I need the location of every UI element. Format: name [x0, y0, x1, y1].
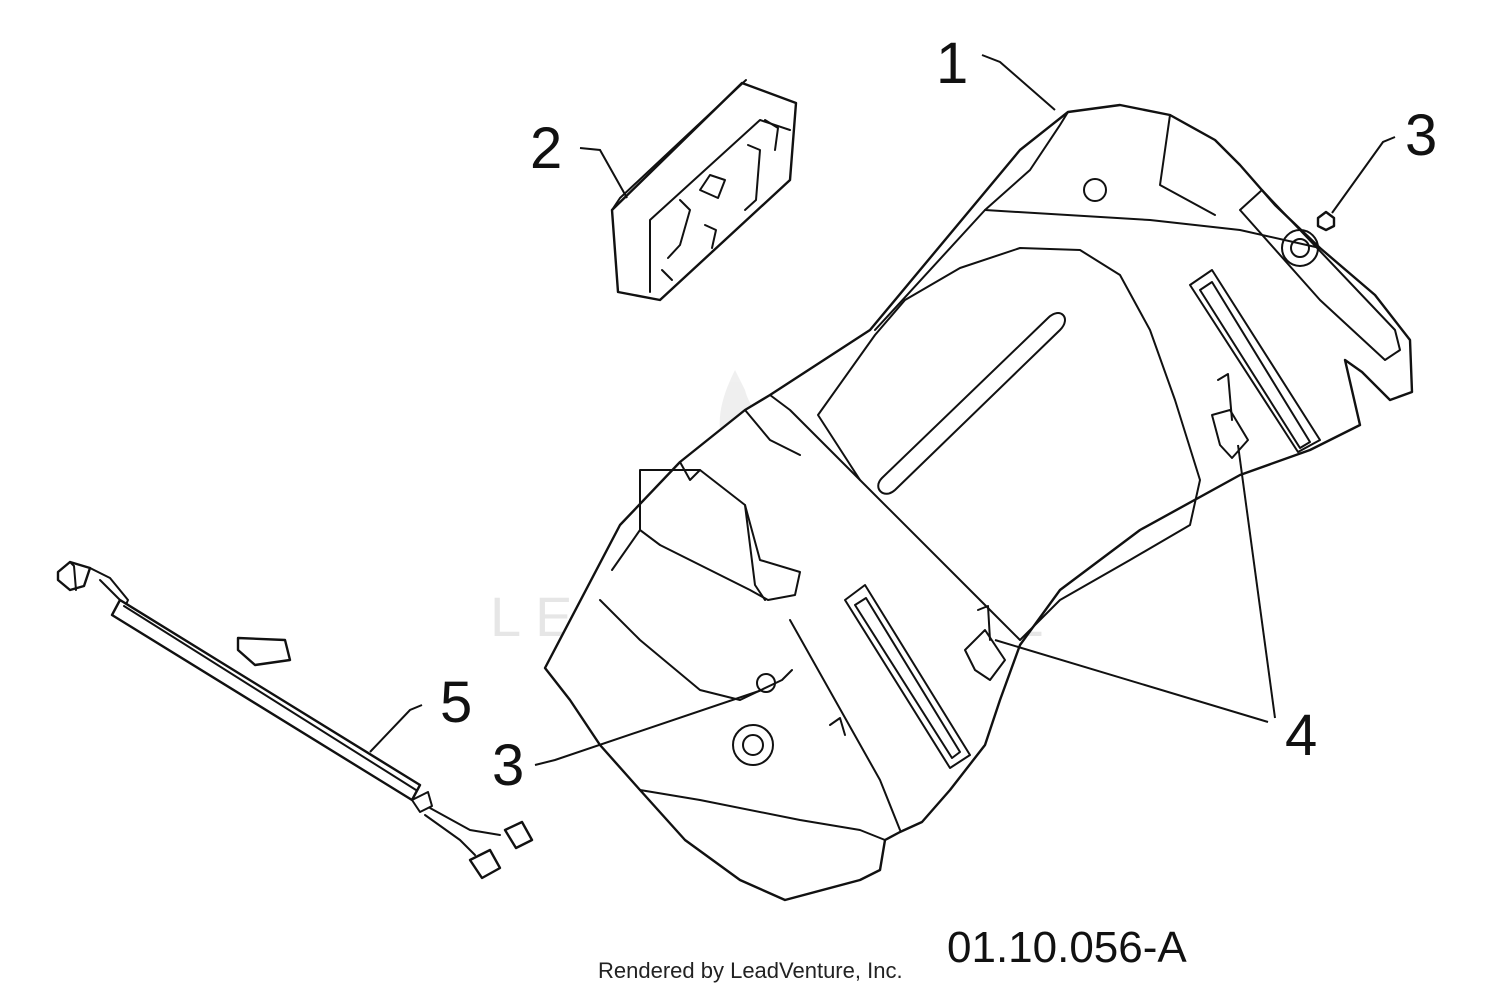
callout-3-top: 3: [1405, 103, 1437, 168]
drawing-code: 01.10.056-A: [947, 923, 1187, 972]
leader-lines: [369, 54, 1396, 766]
callout-1: 1: [936, 31, 968, 96]
leader-1: [981, 54, 1056, 111]
part-main-housing: [543, 103, 1414, 902]
leader-4b: [994, 639, 1269, 723]
callout-5: 5: [440, 670, 472, 735]
render-credit: Rendered by LeadVenture, Inc.: [598, 958, 903, 983]
leader-4a: [1237, 444, 1276, 719]
callout-2: 2: [530, 116, 562, 181]
leader-3-bottom: [534, 689, 763, 766]
leader-5: [369, 704, 423, 753]
callout-4: 4: [1285, 703, 1317, 768]
leader-2: [579, 147, 628, 199]
part-display-module: [610, 79, 798, 302]
callout-3-bottom: 3: [492, 733, 524, 798]
leader-3-top: [1331, 136, 1396, 214]
part-nut-top: [1316, 210, 1336, 232]
part-wire-harness: [56, 560, 534, 880]
